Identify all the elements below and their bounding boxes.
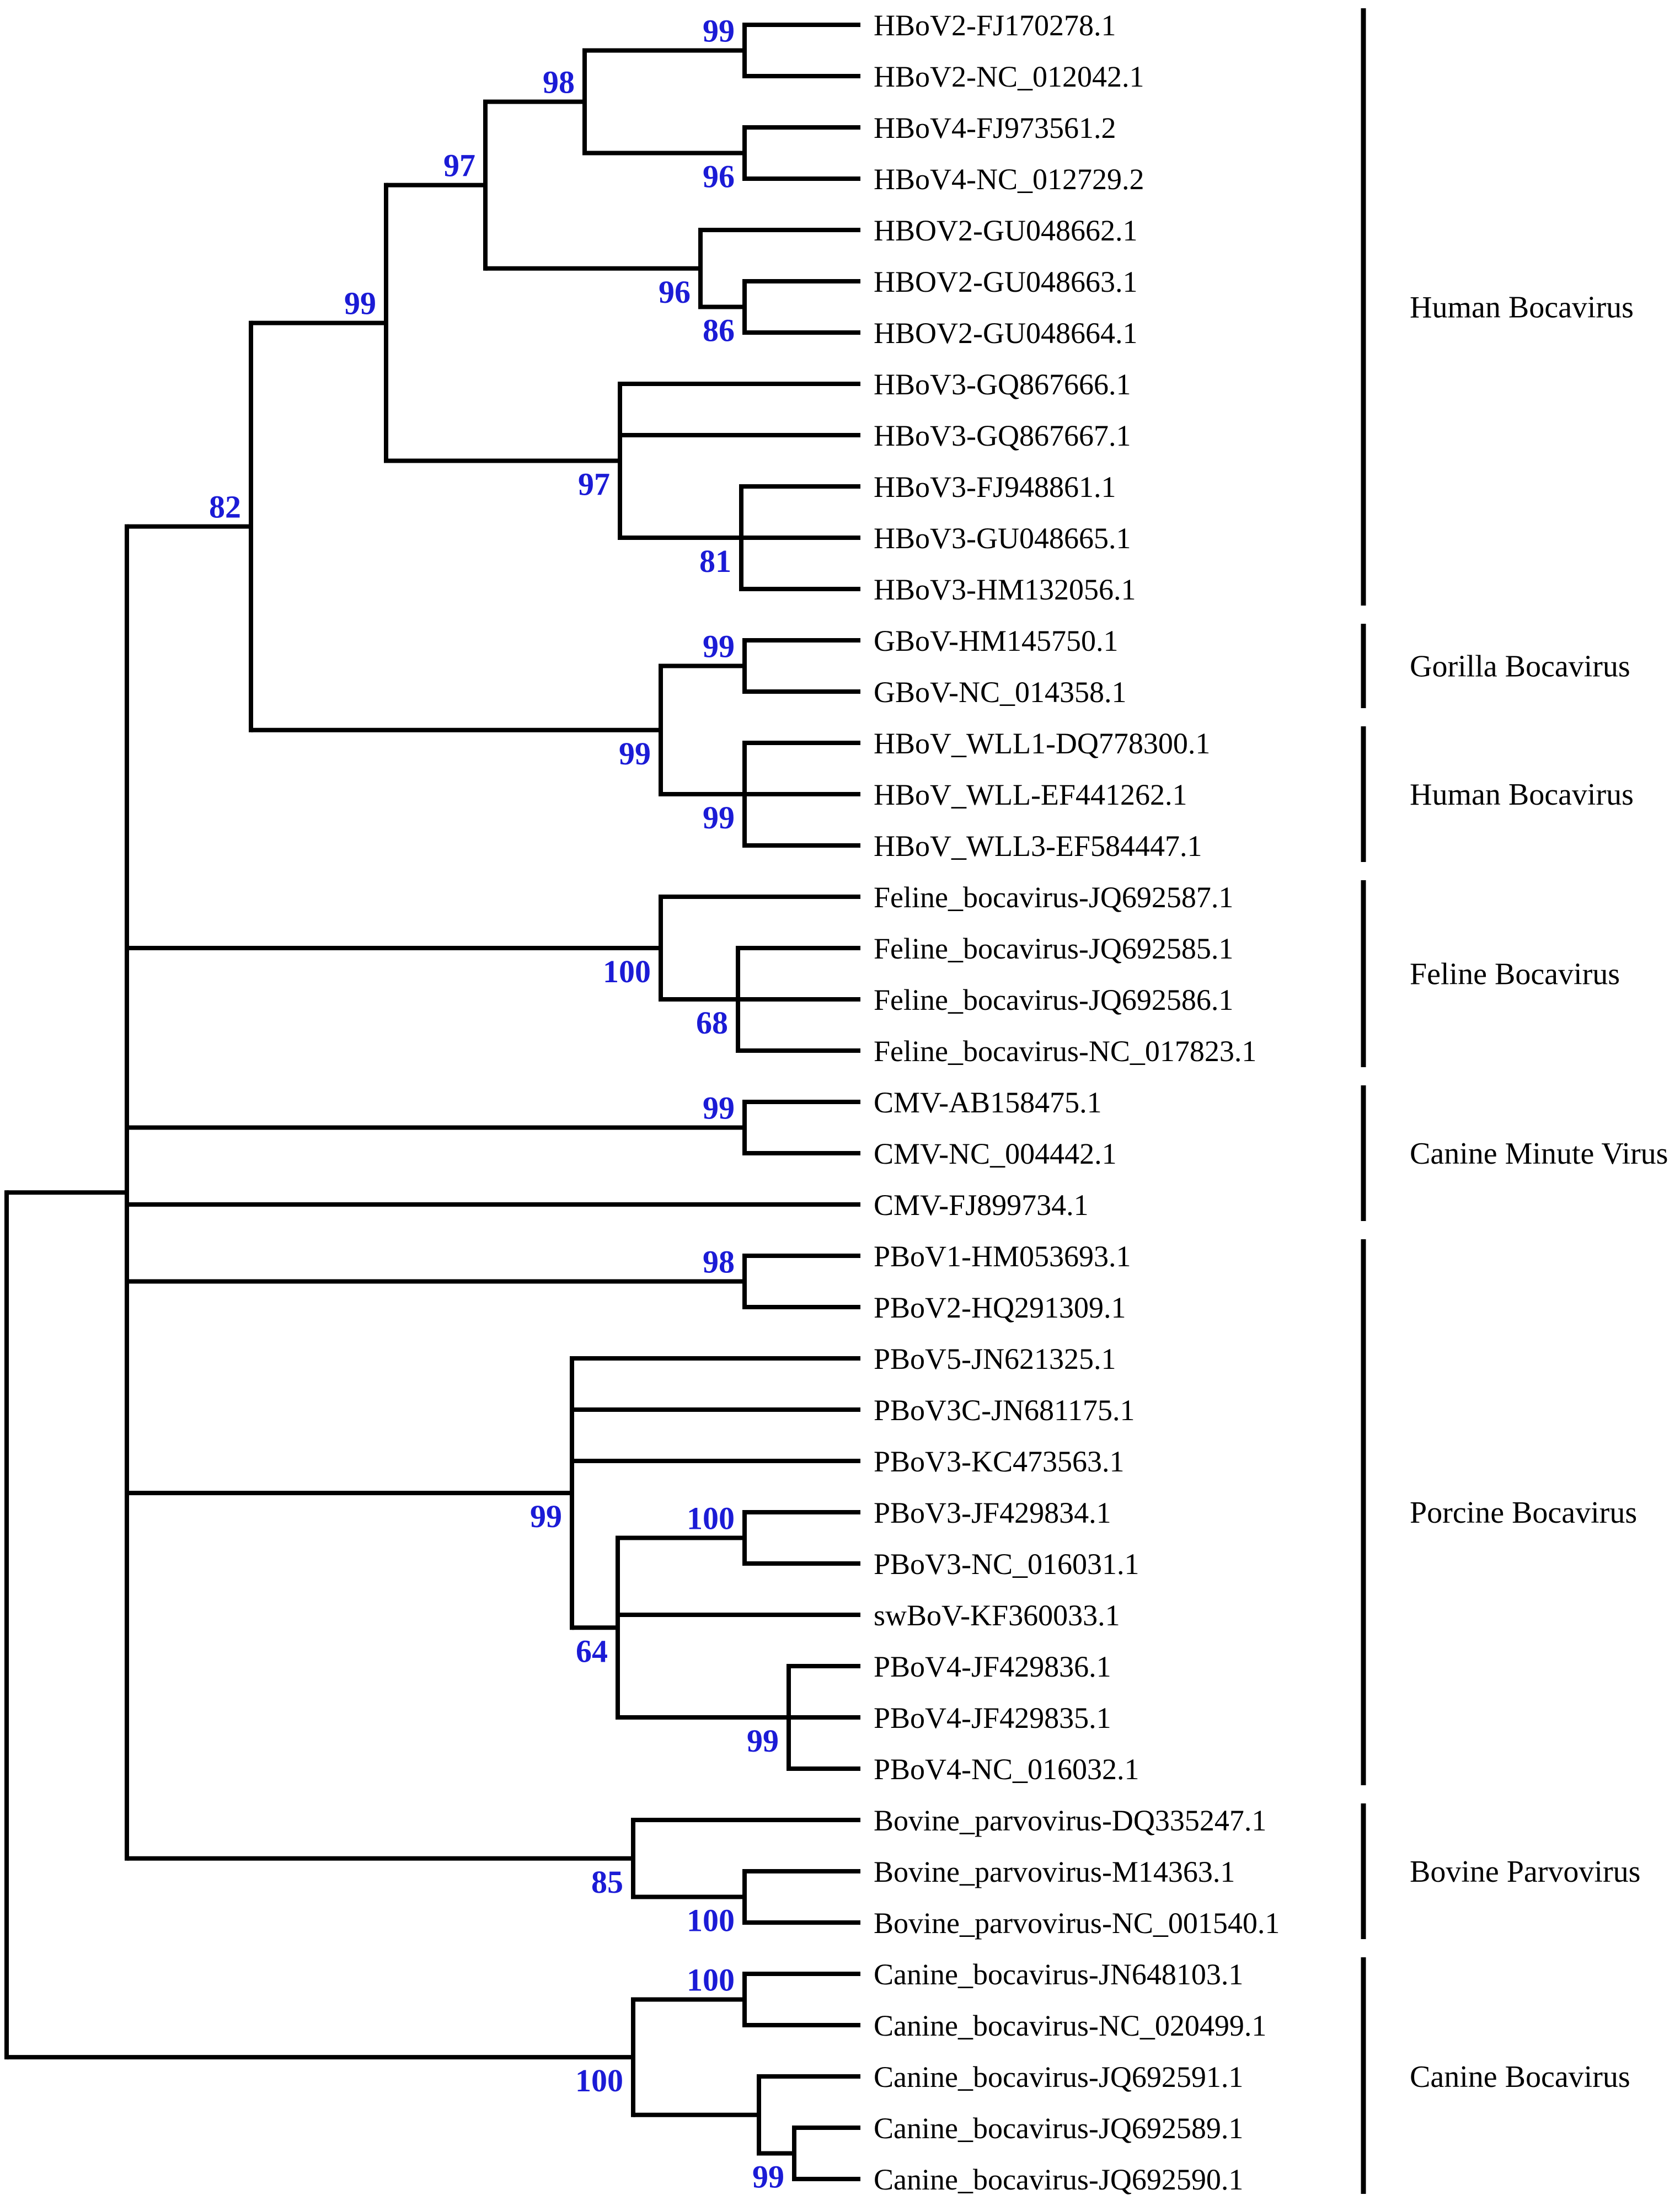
taxon-label: GBoV-HM145750.1: [874, 624, 1119, 657]
taxon-label: PBoV3C-JN681175.1: [874, 1394, 1135, 1427]
bootstrap-support-value: 99: [530, 1498, 562, 1534]
taxon-label: HBoV3-GQ867666.1: [874, 368, 1131, 401]
taxon-label: Bovine_parvovirus-NC_001540.1: [874, 1907, 1280, 1940]
taxon-label: Canine_bocavirus-JQ692591.1: [874, 2060, 1243, 2094]
taxon-label: CMV-NC_004442.1: [874, 1137, 1117, 1170]
bootstrap-support-value: 96: [659, 274, 691, 310]
bootstrap-support-value: 96: [703, 159, 735, 195]
taxon-label: PBoV5-JN621325.1: [874, 1342, 1116, 1375]
taxon-label: GBoV-NC_014358.1: [874, 676, 1127, 709]
taxon-label: HBoV3-GU048665.1: [874, 522, 1131, 555]
group-label: Human Bocavirus: [1410, 291, 1634, 325]
taxon-label: HBoV4-FJ973561.2: [874, 111, 1116, 144]
taxon-label: HBoV3-GQ867667.1: [874, 419, 1131, 452]
taxon-label: HBoV3-HM132056.1: [874, 573, 1136, 606]
taxon-label: Feline_bocavirus-NC_017823.1: [874, 1035, 1256, 1068]
group-label: Bovine Parvovirus: [1410, 1855, 1640, 1889]
bootstrap-support-value: 100: [575, 2063, 623, 2098]
taxon-label: HBOV2-GU048664.1: [874, 317, 1138, 350]
bootstrap-support-value: 100: [687, 1501, 735, 1536]
group-label: Canine Minute Virus: [1410, 1137, 1668, 1171]
group-label: Feline Bocavirus: [1410, 957, 1620, 992]
group-label: Human Bocavirus: [1410, 778, 1634, 812]
bootstrap-support-value: 100: [687, 1903, 735, 1939]
taxon-label: PBoV2-HQ291309.1: [874, 1291, 1126, 1324]
group-label: Gorilla Bocavirus: [1410, 650, 1630, 684]
taxon-label: HBoV_WLL-EF441262.1: [874, 778, 1187, 811]
taxon-label: HBoV_WLL3-EF584447.1: [874, 829, 1202, 863]
taxon-label: PBoV3-KC473563.1: [874, 1445, 1125, 1478]
taxon-label: HBOV2-GU048663.1: [874, 265, 1138, 298]
bootstrap-support-value: 99: [752, 2159, 784, 2195]
taxon-label: HBoV3-FJ948861.1: [874, 470, 1116, 504]
taxon-label: swBoV-KF360033.1: [874, 1599, 1120, 1632]
group-label: Canine Bocavirus: [1410, 2060, 1630, 2094]
bootstrap-support-value: 100: [603, 954, 651, 989]
bootstrap-support-value: 68: [696, 1005, 728, 1041]
taxon-label: PBoV4-JF429835.1: [874, 1701, 1111, 1734]
taxon-label: HBoV4-NC_012729.2: [874, 163, 1144, 196]
bootstrap-support-value: 64: [576, 1633, 608, 1669]
taxon-label: HBoV2-FJ170278.1: [874, 9, 1116, 42]
taxon-label: CMV-AB158475.1: [874, 1086, 1102, 1119]
bootstrap-support-value: 98: [703, 1244, 735, 1280]
group-label: Porcine Bocavirus: [1410, 1496, 1637, 1530]
bootstrap-support-value: 85: [591, 1864, 623, 1900]
taxon-label: Feline_bocavirus-JQ692586.1: [874, 983, 1233, 1016]
taxon-label: Feline_bocavirus-JQ692585.1: [874, 932, 1233, 965]
bootstrap-support-value: 86: [703, 313, 735, 349]
bootstrap-support-value: 99: [703, 800, 735, 836]
taxon-label: PBoV1-HM053693.1: [874, 1240, 1131, 1273]
bootstrap-support-value: 99: [747, 1723, 779, 1759]
bootstrap-support-value: 99: [703, 629, 735, 665]
taxon-label: Canine_bocavirus-JQ692589.1: [874, 2112, 1243, 2145]
taxon-label: PBoV4-NC_016032.1: [874, 1753, 1139, 1786]
taxon-label: HBOV2-GU048662.1: [874, 214, 1138, 247]
taxon-label: PBoV3-NC_016031.1: [874, 1548, 1139, 1581]
taxon-label: PBoV3-JF429834.1: [874, 1496, 1111, 1529]
bootstrap-support-value: 99: [619, 736, 651, 772]
bootstrap-support-value: 97: [443, 148, 475, 184]
taxon-label: Canine_bocavirus-NC_020499.1: [874, 2009, 1266, 2042]
taxon-label: HBoV_WLL1-DQ778300.1: [874, 727, 1210, 760]
taxon-label: Canine_bocavirus-JQ692590.1: [874, 2163, 1243, 2195]
taxon-label: Canine_bocavirus-JN648103.1: [874, 1958, 1243, 1991]
taxon-label: PBoV4-JF429836.1: [874, 1650, 1111, 1683]
taxon-label: Feline_bocavirus-JQ692587.1: [874, 881, 1233, 914]
taxon-label: CMV-FJ899734.1: [874, 1188, 1089, 1222]
bootstrap-support-value: 99: [344, 286, 376, 322]
taxon-label: Bovine_parvovirus-DQ335247.1: [874, 1804, 1266, 1837]
bootstrap-support-value: 99: [703, 13, 735, 49]
bootstrap-support-value: 100: [687, 1962, 735, 1998]
taxon-label: Bovine_parvovirus-M14363.1: [874, 1855, 1235, 1888]
bootstrap-support-value: 82: [209, 489, 241, 525]
bootstrap-support-value: 97: [578, 467, 610, 502]
taxon-label: HBoV2-NC_012042.1: [874, 60, 1144, 93]
bootstrap-support-value: 81: [699, 543, 731, 579]
bootstrap-support-value: 98: [543, 65, 575, 100]
bootstrap-support-value: 99: [703, 1090, 735, 1126]
